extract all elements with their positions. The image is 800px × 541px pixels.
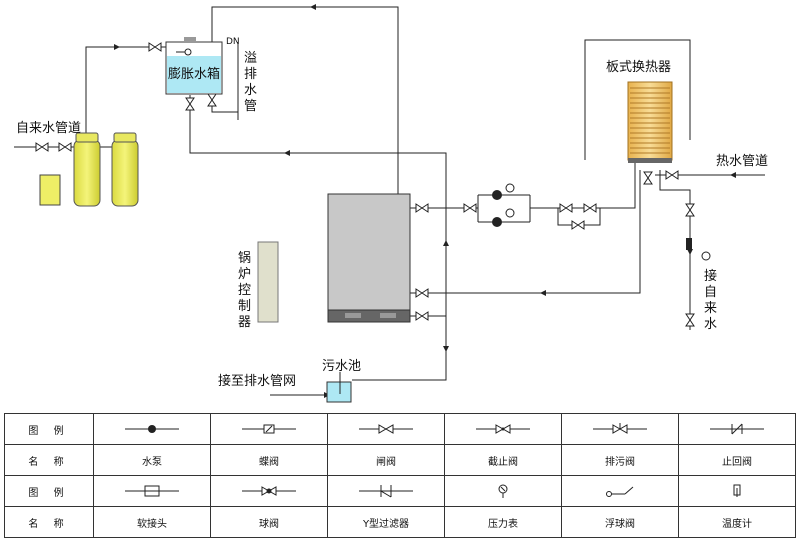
pump-icon bbox=[125, 425, 179, 433]
legend-row: 图 例 bbox=[4, 413, 796, 445]
legend-name: 软接头 bbox=[93, 506, 211, 538]
svg-text:锅: 锅 bbox=[238, 250, 251, 266]
legend-name: 浮球阀 bbox=[561, 506, 679, 538]
legend-name: 压力表 bbox=[444, 506, 562, 538]
butterfly-valve-icon bbox=[242, 424, 296, 434]
svg-text:管: 管 bbox=[244, 99, 257, 114]
legend-name: 排污阀 bbox=[561, 444, 679, 476]
float-valve-icon bbox=[606, 486, 634, 497]
pump-group bbox=[492, 183, 515, 227]
legend-row: 图 例 bbox=[4, 475, 796, 507]
to-city-water-label: 接 自 来 水 bbox=[704, 268, 717, 332]
legend-row: 名 称 软接头 球阀 Y型过滤器 压力表 浮球阀 温度计 bbox=[4, 506, 796, 538]
svg-text:来: 来 bbox=[704, 301, 717, 316]
svg-text:溢: 溢 bbox=[244, 51, 257, 66]
svg-text:水: 水 bbox=[704, 317, 717, 332]
legend-symbol bbox=[678, 413, 796, 445]
legend-head: 名 称 bbox=[4, 506, 94, 538]
legend-table: 图 例 名 称 水泵 蝶阀 闸阀 截止阀 排污阀 止回阀 图 例 bbox=[4, 413, 796, 538]
flexible-joint-icon bbox=[125, 485, 179, 497]
legend-symbol bbox=[327, 475, 445, 507]
boiler bbox=[327, 193, 411, 323]
plate-heat-exchanger bbox=[627, 81, 673, 163]
svg-text:自: 自 bbox=[704, 285, 717, 300]
pressure-gauge bbox=[686, 238, 711, 261]
legend-name: Y型过滤器 bbox=[327, 506, 445, 538]
legend-row: 名 称 水泵 蝶阀 闸阀 截止阀 排污阀 止回阀 bbox=[4, 444, 796, 476]
svg-text:水: 水 bbox=[244, 83, 257, 98]
svg-text:控: 控 bbox=[238, 283, 251, 298]
expansion-tank-label: 膨胀水箱 bbox=[168, 66, 220, 82]
legend-name: 止回阀 bbox=[678, 444, 796, 476]
legend-symbol bbox=[327, 413, 445, 445]
legend-symbol bbox=[210, 413, 328, 445]
legend-head: 图 例 bbox=[4, 475, 94, 507]
legend-symbol bbox=[93, 413, 211, 445]
sewage-pool-label: 污水池 bbox=[322, 359, 361, 374]
city-water-label: 自来水管道 bbox=[16, 121, 81, 136]
svg-text:炉: 炉 bbox=[238, 267, 251, 282]
legend-head: 名 称 bbox=[4, 444, 94, 476]
gate-valve-icon bbox=[359, 424, 413, 434]
legend-name: 蝶阀 bbox=[210, 444, 328, 476]
boiler-controller-label: 锅 炉 控 制 器 bbox=[238, 250, 251, 330]
legend-symbol bbox=[444, 475, 562, 507]
legend-name: 水泵 bbox=[93, 444, 211, 476]
hot-water-label: 热水管道 bbox=[716, 154, 768, 169]
water-softener bbox=[39, 132, 139, 207]
thermometer-icon bbox=[733, 484, 741, 497]
legend-symbol bbox=[210, 475, 328, 507]
sewage-pool bbox=[326, 372, 352, 403]
legend-symbol bbox=[444, 413, 562, 445]
legend-name: 截止阀 bbox=[444, 444, 562, 476]
y-strainer-icon bbox=[359, 485, 413, 498]
plate-hx-label: 板式换热器 bbox=[606, 60, 671, 75]
ball-valve-icon bbox=[242, 486, 296, 496]
legend-symbol bbox=[93, 475, 211, 507]
globe-valve-icon bbox=[476, 424, 530, 434]
boiler-controller bbox=[257, 241, 279, 323]
legend-symbol bbox=[561, 475, 679, 507]
svg-text:接: 接 bbox=[704, 268, 717, 284]
svg-text:器: 器 bbox=[238, 315, 251, 330]
legend-name: 闸阀 bbox=[327, 444, 445, 476]
svg-text:排: 排 bbox=[244, 67, 257, 82]
check-valve-icon bbox=[710, 423, 764, 435]
to-drain-label: 接至排水管网 bbox=[218, 373, 296, 389]
legend-name: 温度计 bbox=[678, 506, 796, 538]
legend-name: 球阀 bbox=[210, 506, 328, 538]
legend-head: 图 例 bbox=[4, 413, 94, 445]
pressure-gauge-icon bbox=[498, 484, 508, 498]
legend-symbol bbox=[561, 413, 679, 445]
drain-valve-icon bbox=[593, 423, 647, 434]
tank-dn-label: DN bbox=[226, 37, 240, 47]
overflow-label: 溢 排 水 管 bbox=[244, 51, 257, 114]
svg-text:制: 制 bbox=[238, 299, 251, 314]
expansion-tank bbox=[165, 37, 223, 95]
legend-symbol bbox=[678, 475, 796, 507]
